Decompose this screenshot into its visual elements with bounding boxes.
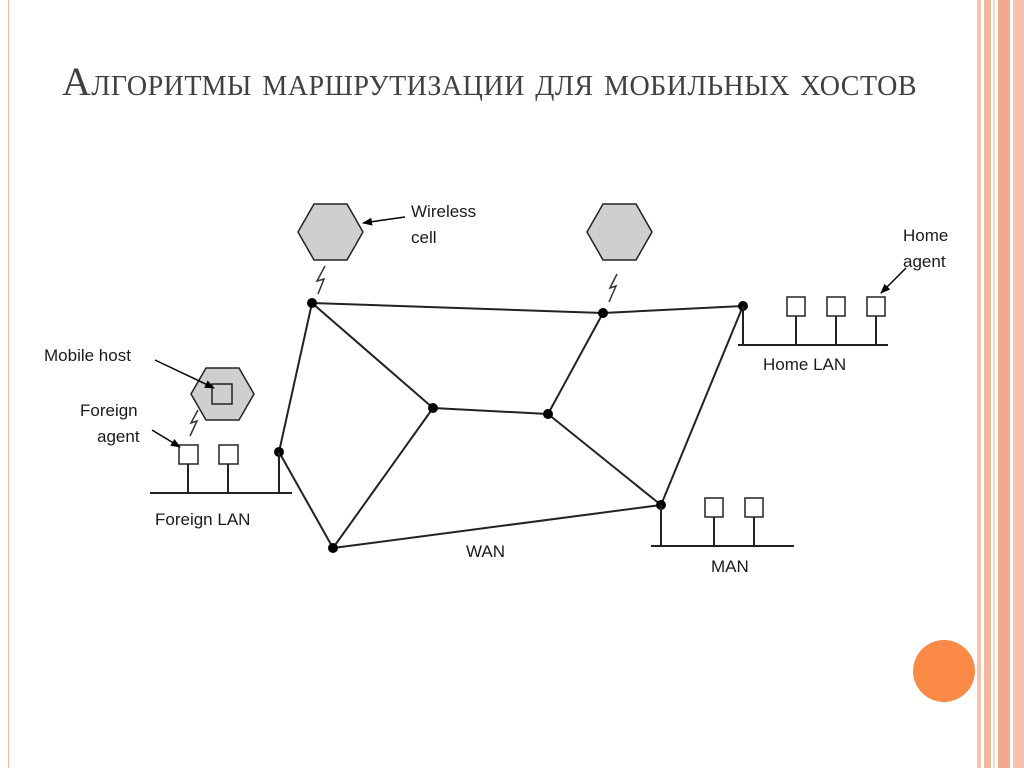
man bbox=[651, 505, 794, 547]
wan-link bbox=[278, 302, 313, 453]
wireless-cell-label: cell bbox=[411, 228, 437, 247]
mobile-host-icon bbox=[211, 383, 233, 405]
foreign-agent-label: agent bbox=[97, 427, 140, 446]
home-lan-label: Home LAN bbox=[763, 355, 846, 374]
page-title: Алгоритмы маршрутизации для мобильных хо… bbox=[62, 59, 918, 104]
host-icon bbox=[826, 296, 846, 317]
wan-link bbox=[311, 302, 434, 409]
router-node bbox=[598, 308, 608, 318]
wan-label: WAN bbox=[466, 542, 505, 561]
foreign-lan bbox=[150, 452, 292, 494]
lightning-bolt-icon bbox=[315, 265, 326, 295]
wan-link bbox=[432, 407, 549, 415]
foreign-agent-label: Foreign bbox=[80, 401, 138, 420]
right-border-stripe bbox=[977, 0, 981, 768]
wireless-cell-label: Wireless bbox=[411, 202, 476, 221]
foreign-lan-label: Foreign LAN bbox=[155, 510, 250, 529]
router-node bbox=[328, 543, 338, 553]
router-node bbox=[428, 403, 438, 413]
wan-link bbox=[332, 504, 662, 549]
wireless-cell-hexagon bbox=[297, 203, 364, 261]
home-lan bbox=[738, 306, 888, 346]
wan-link bbox=[332, 407, 434, 549]
lightning-bolt-icon bbox=[608, 273, 618, 303]
man-label: MAN bbox=[711, 557, 749, 576]
wan-link bbox=[602, 305, 744, 314]
router-nodes bbox=[274, 298, 748, 553]
wan-link bbox=[547, 312, 604, 415]
wan-link bbox=[311, 302, 604, 314]
router-node bbox=[307, 298, 317, 308]
right-border-stripe bbox=[998, 0, 1010, 768]
wireless-cell-arrow bbox=[362, 216, 406, 226]
home-agent-arrow bbox=[880, 267, 907, 294]
mobile-host-label: Mobile host bbox=[44, 346, 131, 365]
router-node bbox=[543, 409, 553, 419]
wireless-cell-hexagon bbox=[586, 203, 653, 261]
lightning-bolt-icon bbox=[189, 409, 199, 437]
host-icon bbox=[704, 497, 724, 518]
foreign-agent-icon bbox=[178, 444, 199, 465]
decorative-orange-circle bbox=[913, 640, 975, 702]
right-border-stripe bbox=[993, 0, 995, 768]
home-agent-icon bbox=[866, 296, 886, 317]
wan-link bbox=[660, 305, 744, 506]
foreign-agent-arrow bbox=[151, 429, 181, 448]
host-icon bbox=[744, 497, 764, 518]
host-icon bbox=[218, 444, 239, 465]
home-agent-label: Home bbox=[903, 226, 948, 245]
right-border-stripe bbox=[984, 0, 991, 768]
mobile-host-arrow bbox=[154, 359, 215, 389]
wan-links bbox=[278, 302, 744, 549]
right-border-stripe bbox=[1013, 0, 1024, 768]
wan-link bbox=[547, 413, 662, 506]
wan-link bbox=[278, 451, 334, 549]
left-border-rule bbox=[8, 0, 9, 768]
home-agent-label: agent bbox=[903, 252, 946, 271]
host-icon bbox=[786, 296, 806, 317]
